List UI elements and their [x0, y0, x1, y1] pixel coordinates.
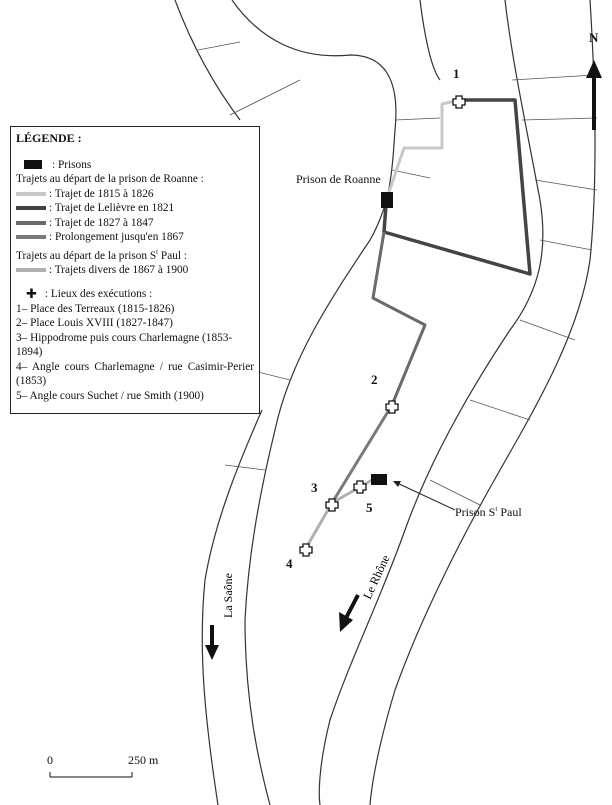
legend-place: 5– Angle cours Suchet / rue Smith (1900) [16, 389, 204, 402]
marker-label-2: 2 [371, 372, 378, 387]
legend-roanne-header: Trajets au départ de la prison de Roanne… [16, 173, 204, 185]
label-sup: t [495, 505, 498, 513]
route-swatch [16, 268, 46, 273]
marker-label-4: 4 [286, 556, 293, 571]
marker-label-5: 5 [366, 500, 373, 515]
legend-label: : Trajets divers de 1867 à 1900 [49, 263, 189, 276]
route-1815-1826 [386, 98, 460, 196]
marker-label-3: 3 [311, 480, 318, 495]
saone-flow-arrow-icon [205, 625, 219, 660]
north-arrow-icon [586, 60, 602, 130]
rhone-flow-arrow-icon [339, 594, 360, 632]
stpaul-pointer [394, 481, 456, 511]
saone-east-bank [231, 0, 397, 805]
river-rhone-label: Le Rhône [360, 553, 393, 602]
execution-markers [299, 95, 466, 557]
legend-label: Paul : [158, 249, 187, 262]
execution-cross-icon [452, 95, 466, 109]
saone-west-bank [174, 0, 263, 805]
legend-sup: t [156, 247, 159, 256]
legend-route: : Trajet de 1827 à 1847 [16, 216, 254, 231]
north-label: N [589, 30, 599, 45]
execution-cross-icon [385, 400, 399, 414]
legend-place: 4– Angle cours Charlemagne / rue Casimir… [16, 360, 254, 388]
execution-cross-icon: ✚ [26, 286, 37, 302]
saone-north-banks [419, 0, 441, 81]
prison-roanne-label: Prison de Roanne [296, 172, 381, 186]
legend-route: : Prolongement jusqu'en 1867 [16, 230, 254, 245]
rhone-east-bank [369, 0, 596, 805]
route-swatch [16, 191, 46, 196]
routes [304, 98, 532, 549]
legend-route: : Trajet de 1815 à 1826 [16, 187, 254, 202]
legend-title: LÉGENDE : [16, 131, 82, 145]
route-prolongement-1867 [330, 404, 394, 504]
route-swatch [16, 235, 46, 240]
marker-label-1: 1 [453, 66, 460, 81]
legend-place: 3– Hippodrome puis cours Charlemagne (18… [16, 331, 233, 359]
label-text: Paul [497, 505, 522, 519]
scale-end-label: 250 m [128, 753, 159, 767]
route-swatch [16, 220, 46, 225]
legend-label: : Trajet de Lelièvre en 1821 [49, 202, 175, 214]
legend-label: Trajets au départ de la prison S [16, 249, 157, 262]
bridges [197, 41, 598, 506]
route-swatch [16, 206, 46, 211]
stpaul-pointer-arrowhead [393, 481, 401, 487]
rhone-west-bank [318, 0, 544, 805]
execution-cross-icon [353, 480, 367, 494]
prison-swatch [24, 160, 42, 170]
legend-label: : Trajet de 1827 à 1847 [49, 216, 154, 229]
legend-prisons: : Prisons [16, 158, 254, 173]
legend-label: : Prolongement jusqu'en 1867 [49, 231, 184, 243]
legend-route: : Trajets divers de 1867 à 1900 [16, 263, 254, 278]
route-lelievre-1821 [382, 98, 532, 276]
legend-stpaul-header: Trajets au départ de la prison St Paul : [16, 245, 254, 263]
legend-place: 2– Place Louis XVIII (1827-1847) [16, 317, 173, 330]
river-banks [174, 0, 596, 805]
route-1827-1847 [371, 231, 427, 406]
map-legend: LÉGENDE : : Prisons Trajets au départ de… [10, 126, 260, 414]
scale-start-label: 0 [47, 753, 53, 767]
legend-place: 1– Place des Terreaux (1815-1826) [16, 302, 175, 315]
prison-stpaul-marker [371, 474, 387, 485]
scale-bar [49, 772, 133, 778]
legend-label: : Prisons [52, 158, 92, 171]
legend-label: : Lieux des exécutions : [44, 288, 153, 301]
execution-cross-icon [299, 543, 313, 557]
legend-executions: ✚ : Lieux des exécutions : [16, 287, 254, 302]
label-text: Prison S [455, 505, 496, 519]
legend-label: : Trajet de 1815 à 1826 [49, 187, 154, 200]
execution-cross-icon [325, 498, 339, 512]
prison-roanne-marker [381, 192, 393, 208]
prison-stpaul-label: Prison St Paul [455, 505, 522, 520]
river-saone-label: La Saône [221, 573, 235, 618]
legend-route: : Trajet de Lelièvre en 1821 [16, 201, 254, 216]
